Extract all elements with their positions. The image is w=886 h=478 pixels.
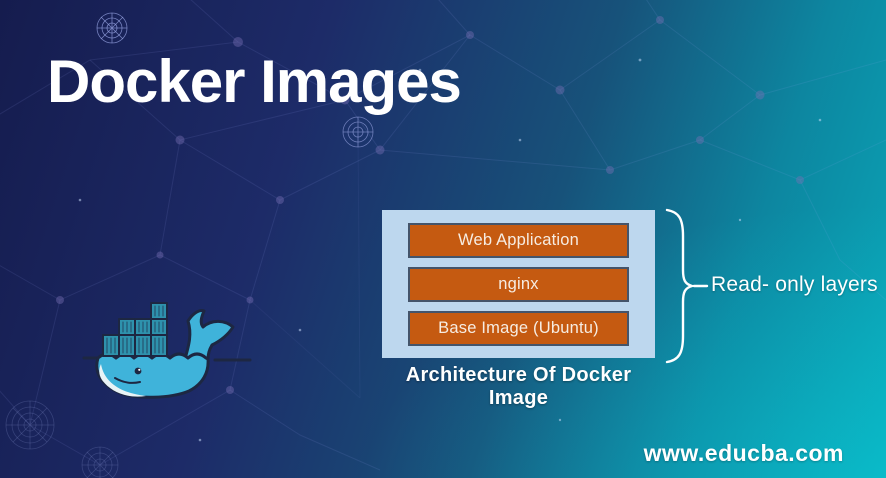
whale-eye (134, 367, 142, 375)
docker-whale-icon (82, 302, 252, 399)
whale-tail (183, 309, 235, 361)
website-watermark: www.educba.com (643, 440, 844, 466)
whale-mouth (114, 377, 141, 384)
diagram-caption: Architecture Of Docker Image (405, 364, 632, 409)
layer-web-application: Web Application (408, 223, 629, 258)
page-title: Docker Images (47, 48, 462, 115)
layer-label: Base Image (Ubuntu) (438, 319, 599, 337)
brace-label: Read- only layers (711, 273, 878, 296)
layer-label: nginx (498, 275, 539, 293)
layer-base-image: Base Image (Ubuntu) (408, 311, 629, 346)
whale-belly (99, 364, 146, 397)
architecture-panel: Web Application nginx Base Image (Ubuntu… (382, 210, 655, 358)
container-stack (102, 302, 168, 357)
layer-label: Web Application (457, 231, 580, 249)
whale-eye-glint (138, 368, 141, 371)
whale-body (95, 352, 210, 399)
layer-nginx: nginx (408, 267, 629, 302)
curly-brace-icon (665, 208, 709, 364)
